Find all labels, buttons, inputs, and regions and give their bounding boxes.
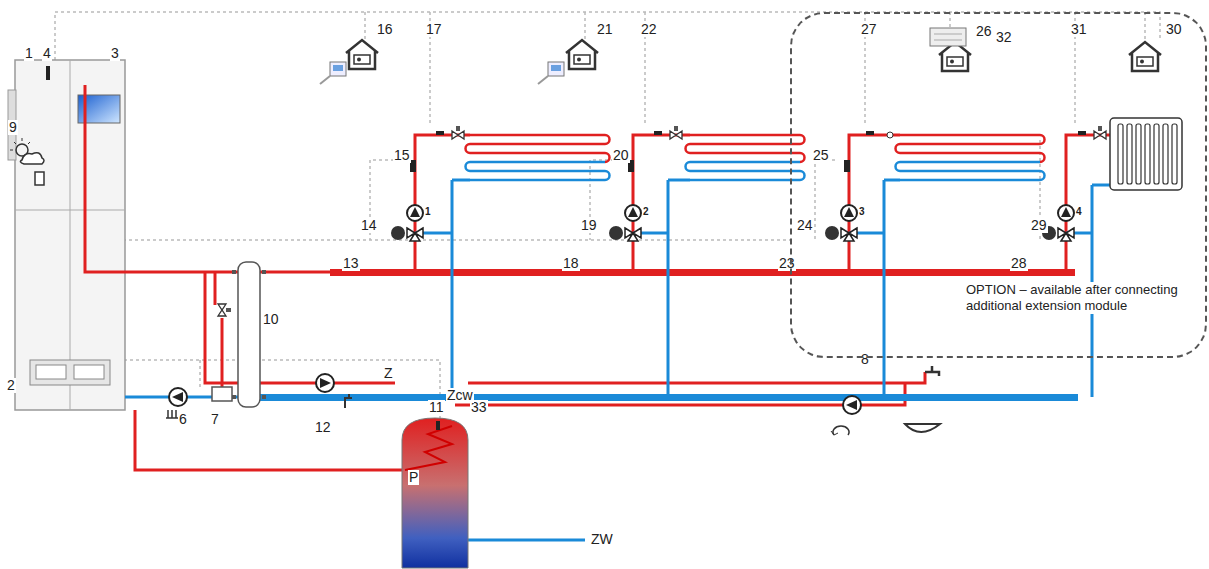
callout-number: 14	[360, 218, 378, 233]
callout-number: 26	[975, 24, 993, 39]
callout-number: 4	[42, 46, 52, 61]
extension-module-region: OPTION – available after connecting addi…	[790, 12, 1207, 358]
callout-number: Zcw	[446, 388, 474, 403]
callout-number: 20	[612, 148, 630, 163]
callout-number: 25	[812, 148, 830, 163]
callout-number: 23	[778, 256, 796, 271]
callout-number: 9	[8, 120, 18, 135]
pump-number: 4	[1075, 206, 1083, 217]
callout-number: 3	[110, 46, 120, 61]
callout-number: 19	[580, 218, 598, 233]
callout-number: 15	[393, 148, 411, 163]
callout-number: 27	[860, 22, 878, 37]
callout-number: 18	[562, 256, 580, 271]
callout-number: 13	[342, 256, 360, 271]
option-note: OPTION – available after connecting addi…	[966, 282, 1201, 314]
callout-number: 7	[210, 412, 220, 427]
callout-number: 24	[796, 218, 814, 233]
callout-number: ZW	[590, 532, 614, 547]
callout-number: 6	[178, 412, 188, 427]
callout-number: 22	[640, 22, 658, 37]
callout-number: 17	[425, 22, 443, 37]
callout-number: 31	[1070, 22, 1088, 37]
callout-number: Z	[383, 366, 394, 381]
callout-number: 16	[376, 22, 394, 37]
callout-number: 12	[314, 420, 332, 435]
callout-number: 10	[262, 312, 280, 327]
callout-number: 32	[995, 30, 1013, 45]
callout-number: 29	[1030, 218, 1048, 233]
callout-number: 11	[428, 400, 445, 415]
pump-number: 2	[642, 206, 650, 217]
callout-number: 28	[1010, 256, 1028, 271]
callout-number: 8	[860, 352, 870, 367]
callout-number: 1	[24, 46, 34, 61]
callout-number: P	[408, 470, 419, 485]
callout-number: 30	[1165, 22, 1183, 37]
callout-number: 21	[596, 22, 614, 37]
pump-number: 3	[858, 206, 866, 217]
callout-number: 2	[6, 378, 16, 393]
pump-number: 1	[424, 206, 432, 217]
